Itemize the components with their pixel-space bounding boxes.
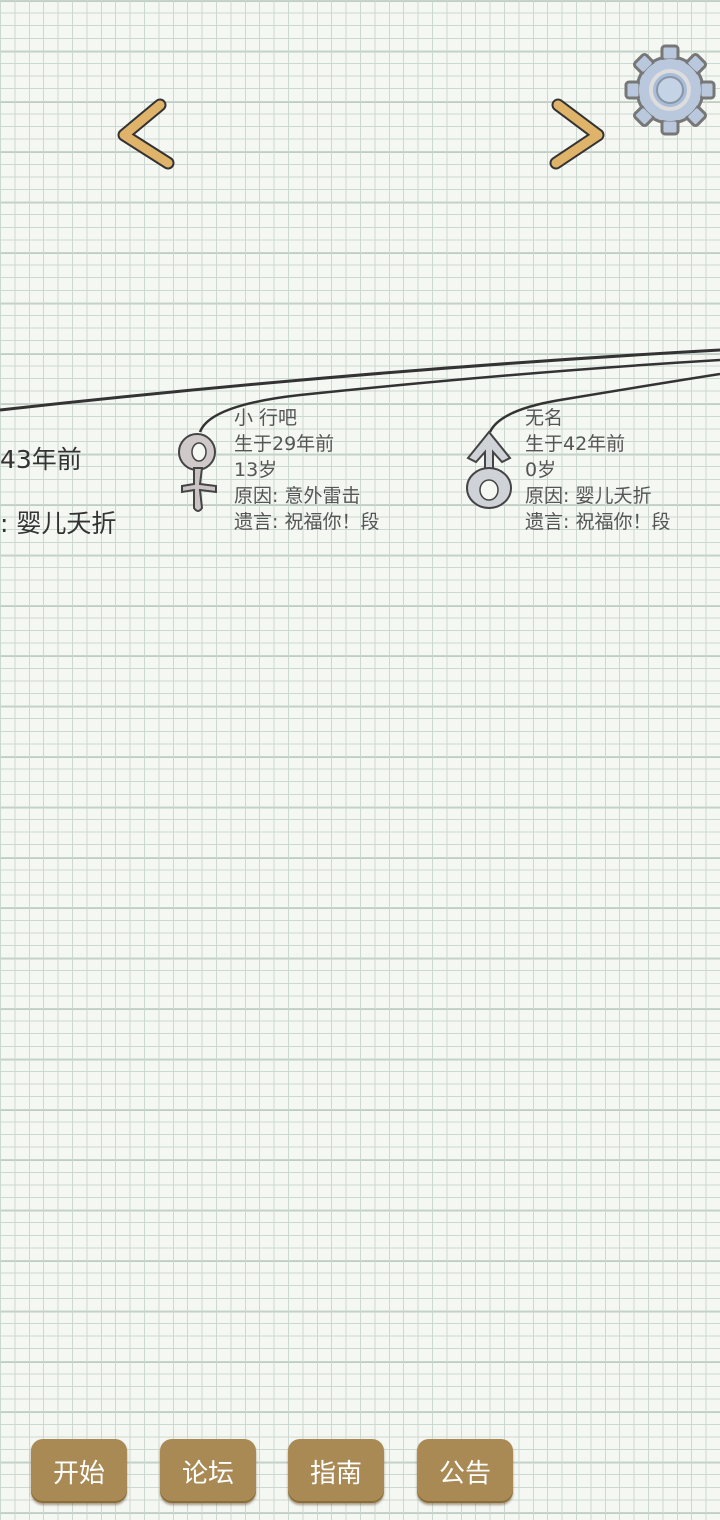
- family-tree-lines: [0, 348, 720, 433]
- person-age: 13岁: [234, 459, 278, 481]
- start-button[interactable]: 开始: [31, 1439, 127, 1503]
- chevron-right-icon: [549, 98, 605, 170]
- male-symbol-icon: [466, 430, 512, 509]
- person-born: 生于42年前: [525, 433, 626, 455]
- person-node-female[interactable]: [172, 432, 222, 514]
- partial-node-cause: : 婴儿夭折: [0, 509, 117, 538]
- person-node-male[interactable]: [462, 430, 516, 512]
- previous-arrow-button[interactable]: [110, 95, 180, 175]
- person-name: 无名: [525, 407, 564, 429]
- notice-button[interactable]: 公告: [417, 1439, 513, 1503]
- person-last-words: 遗言: 祝福你！段: [525, 511, 671, 533]
- person-name: 小 行吧: [234, 407, 298, 429]
- person-cause: 原因: 婴儿夭折: [525, 485, 652, 507]
- settings-button[interactable]: [624, 44, 716, 136]
- person-age: 0岁: [525, 459, 557, 481]
- next-arrow-button[interactable]: [542, 95, 612, 175]
- person-last-words: 遗言: 祝福你！段: [234, 511, 380, 533]
- chevron-left-icon: [117, 98, 175, 170]
- partial-node-born: 43年前: [0, 445, 82, 474]
- forum-button[interactable]: 论坛: [160, 1439, 256, 1503]
- female-symbol-icon: [178, 433, 217, 512]
- gear-icon: [624, 44, 716, 136]
- person-born: 生于29年前: [234, 433, 335, 455]
- person-cause: 原因: 意外雷击: [234, 485, 361, 507]
- guide-button[interactable]: 指南: [288, 1439, 384, 1503]
